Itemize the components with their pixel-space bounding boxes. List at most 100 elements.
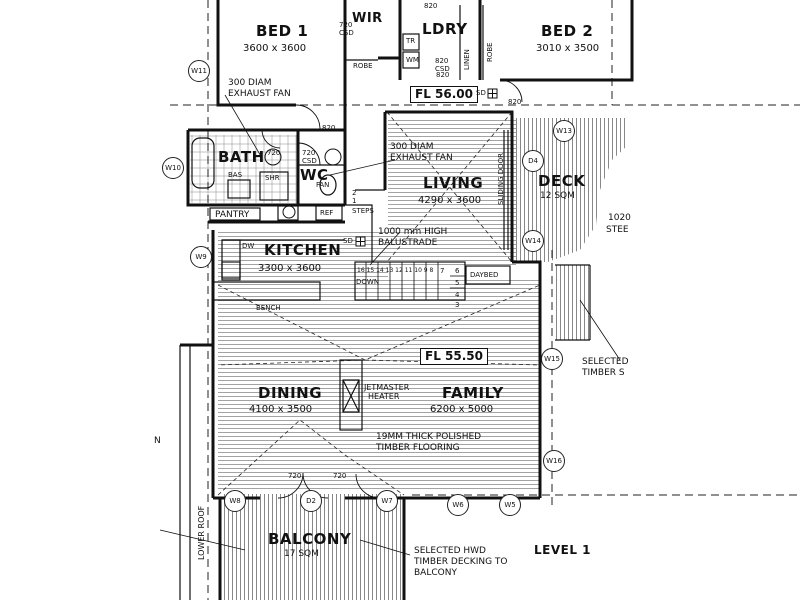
stair-number-7: 7 (440, 267, 445, 275)
note-timber-line1: SELECTED (582, 357, 629, 367)
room-living-dims: 4290 x 3600 (418, 195, 482, 206)
note-csd1-b: CSD (339, 29, 354, 37)
note-jetmaster-line2: HEATER (368, 392, 400, 401)
room-dining-dims: 4100 x 3500 (249, 404, 313, 415)
room-balcony: BALCONY (268, 530, 352, 548)
tag-w5: W5 (499, 494, 521, 516)
note-robe1: ROBE (353, 62, 373, 70)
bath-tile-floor (190, 135, 298, 203)
note-lower-roof: LOWER ROOF (197, 505, 206, 560)
note-door-720c: 720 (333, 472, 347, 480)
note-csd2-a: 820 (435, 57, 449, 65)
note-fan1-line2: EXHAUST FAN (228, 89, 291, 99)
note-daybed: DAYBED (470, 271, 499, 279)
tag-w15: W15 (541, 348, 563, 370)
note-sd2: SD (343, 237, 353, 245)
note-door-820d: 820 (508, 98, 522, 106)
stair-number-5: 5 (455, 279, 460, 287)
note-1020: 1020 (608, 213, 631, 223)
note-stee: STEE (606, 225, 629, 235)
room-kitchen-dims: 3300 x 3600 (258, 263, 322, 274)
tag-w11: W11 (188, 60, 210, 82)
note-flooring-line2: TIMBER FLOORING (376, 443, 460, 453)
note-bench: BENCH (256, 304, 281, 312)
room-ldry: LDRY (422, 20, 468, 38)
room-dining: DINING (258, 384, 323, 402)
stair-numbers-top: 16 15 14 13 12 11 10 9 8 (357, 267, 434, 274)
tag-w16: W16 (543, 450, 565, 472)
room-balcony-dims: 17 SQM (284, 549, 319, 559)
note-tr: TR (406, 37, 416, 45)
tag-w10: W10 (162, 157, 184, 179)
note-door-820a: 820 (424, 2, 438, 10)
note-balustrade-line2: BALUSTRADE (378, 238, 438, 248)
stair-number-4: 4 (455, 291, 460, 299)
room-bed2: BED 2 (541, 22, 594, 40)
room-wc: WC (300, 166, 329, 184)
note-csd2-b: CSD (435, 65, 450, 73)
note-jetmaster-line1: JETMASTER (364, 383, 410, 392)
note-door-820b: 820 (436, 71, 450, 79)
room-bed1: BED 1 (256, 22, 309, 40)
room-family: FAMILY (442, 384, 504, 402)
floor-level-main: FL 55.50 (420, 348, 488, 366)
room-bed1-dims: 3600 x 3600 (243, 43, 307, 54)
tag-w14: W14 (522, 230, 544, 252)
note-timber-line2: TIMBER S (582, 368, 625, 378)
tag-w8: W8 (224, 490, 246, 512)
room-bed2-dims: 3010 x 3500 (536, 43, 600, 54)
note-down: DOWN (356, 278, 380, 286)
north-marker: N (154, 436, 161, 446)
note-dw: DW (242, 242, 255, 250)
room-wir: WIR (352, 11, 383, 26)
note-balustrade-line1: 1000 mm HIGH (378, 227, 448, 237)
pantry-fixture (282, 205, 296, 219)
note-flooring-line1: 19MM THICK POLISHED (376, 432, 482, 442)
deck-hatch (224, 118, 628, 600)
tag-w13: W13 (553, 120, 575, 142)
room-family-dims: 6200 x 5000 (430, 404, 494, 415)
note-decking-line3: BALCONY (414, 568, 457, 578)
room-deck: DECK (538, 172, 586, 190)
exhaust-fan-wc (324, 148, 342, 166)
note-robe2: ROBE (486, 42, 494, 62)
tag-d2: D2 (300, 490, 322, 512)
note-fan2-line1: 300 DIAM (390, 142, 434, 152)
note-csd3-b: CSD (302, 157, 317, 165)
tag-w7: W7 (376, 490, 398, 512)
room-deck-dims: 12 SQM (540, 191, 575, 201)
note-decking-line1: SELECTED HWD (414, 546, 486, 556)
note-steps: STEPS (352, 207, 374, 215)
note-door-720b: 720 (288, 472, 302, 480)
floor-level-upper: FL 56.00 (410, 86, 478, 104)
note-decking-line2: TIMBER DECKING TO (414, 557, 508, 567)
smoke-detectors (355, 88, 498, 247)
note-sd1: SD (476, 89, 486, 97)
note-fan2-line2: EXHAUST FAN (390, 153, 453, 163)
timber-floor-hatch (218, 118, 540, 492)
note-csd1-a: 720 (339, 21, 353, 29)
note-door-820c: 820 (322, 124, 336, 132)
leader-lines (159, 94, 621, 556)
stair-number-6: 6 (455, 267, 460, 275)
note-fan: FAN (316, 181, 330, 189)
walls (180, 0, 634, 600)
exhaust-fan-bath (264, 148, 282, 166)
note-csd3-a: 720 (302, 149, 316, 157)
note-bas: BAS (228, 171, 243, 179)
room-kitchen: KITCHEN (264, 241, 342, 259)
note-wm: WM (406, 56, 419, 64)
fixtures (179, 5, 591, 600)
note-sliding-door: SLIDING DOOR (497, 152, 505, 205)
note-ref: REF (320, 209, 334, 217)
note-linen: LINEN (463, 49, 471, 70)
stair-number-3: 3 (455, 301, 460, 309)
note-shr: SHR (265, 174, 280, 182)
note-fan1-line1: 300 DIAM (228, 78, 272, 88)
level-title: LEVEL 1 (534, 543, 592, 557)
tag-w6: W6 (447, 494, 469, 516)
tag-w9: W9 (190, 246, 212, 268)
stair-number-1: 1 (352, 197, 357, 205)
stair-number-2: 2 (352, 189, 357, 197)
